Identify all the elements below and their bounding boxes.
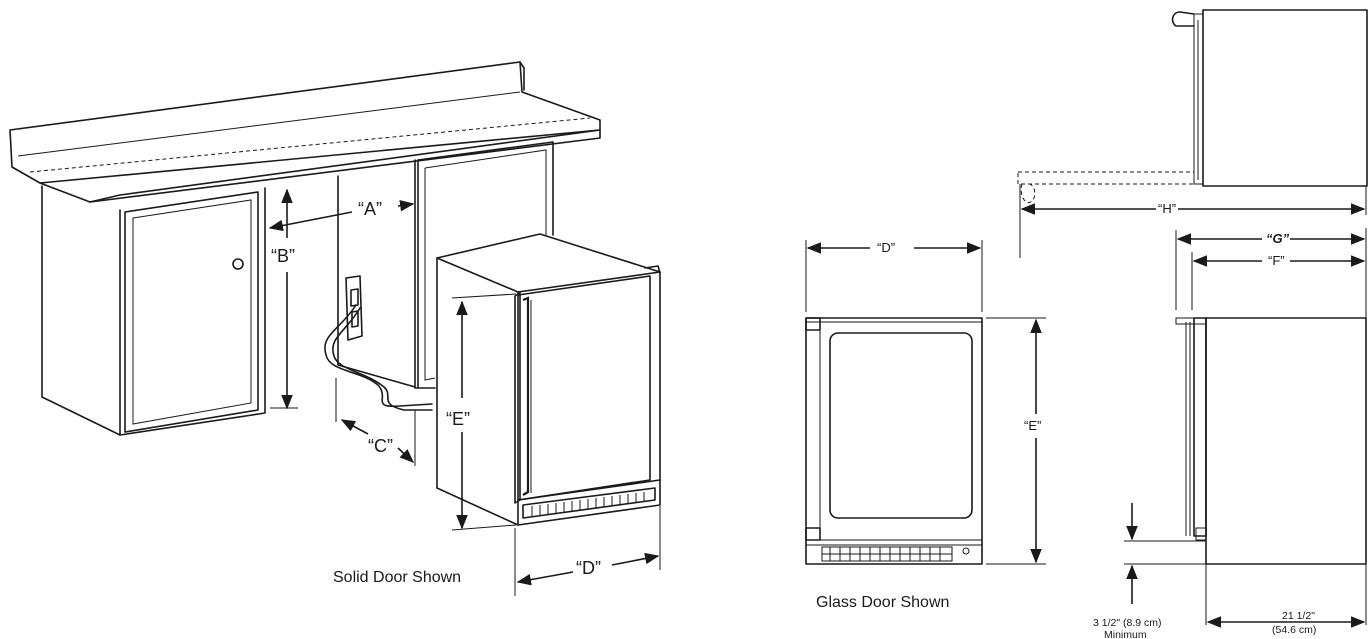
label-D-right: “D” bbox=[877, 240, 895, 255]
toe-kick-note: Minimum bbox=[1104, 629, 1147, 639]
countertop bbox=[9, 61, 601, 203]
cabinet-knob bbox=[232, 258, 244, 270]
kick-plate-grille bbox=[531, 492, 645, 516]
solid-door-perspective: “A” “B” “E” “C” “D” Solid Door Shown bbox=[9, 61, 661, 596]
toe-kick-dimension: 3 1/2" (8.9 cm) bbox=[1093, 617, 1162, 629]
front-grille bbox=[821, 546, 970, 562]
wall-outlet-area bbox=[324, 175, 433, 411]
label-G: “G” bbox=[1266, 231, 1290, 246]
side-view-bottom: “G” “F” 3 1/2" (8.9 cm) Minimum 21 1/2" … bbox=[1093, 228, 1367, 639]
label-H: “H” bbox=[1158, 201, 1176, 216]
side-view-top: “H” bbox=[1017, 9, 1368, 258]
label-D-left: “D” bbox=[576, 558, 601, 578]
cabinet-depth-metric: (54.6 cm) bbox=[1272, 624, 1316, 636]
glass-door-front-view: “D” “E” Glass Door Shown bbox=[805, 240, 1046, 611]
glass-door-caption: Glass Door Shown bbox=[816, 594, 949, 611]
door-handle bbox=[522, 296, 530, 496]
label-E-left: “E” bbox=[446, 409, 470, 429]
label-B: “B” bbox=[271, 246, 295, 266]
left-cabinet bbox=[41, 185, 266, 436]
glass-window bbox=[829, 332, 973, 519]
label-C: “C” bbox=[368, 436, 393, 456]
label-A: “A” bbox=[358, 199, 382, 219]
label-F: “F” bbox=[1268, 253, 1285, 268]
right-cabinet bbox=[414, 141, 554, 389]
solid-door-caption: Solid Door Shown bbox=[333, 569, 461, 586]
refrigerator-unit bbox=[436, 233, 661, 526]
cabinet-depth-dimension: 21 1/2" bbox=[1282, 610, 1315, 622]
label-E-right: “E” bbox=[1024, 418, 1041, 433]
